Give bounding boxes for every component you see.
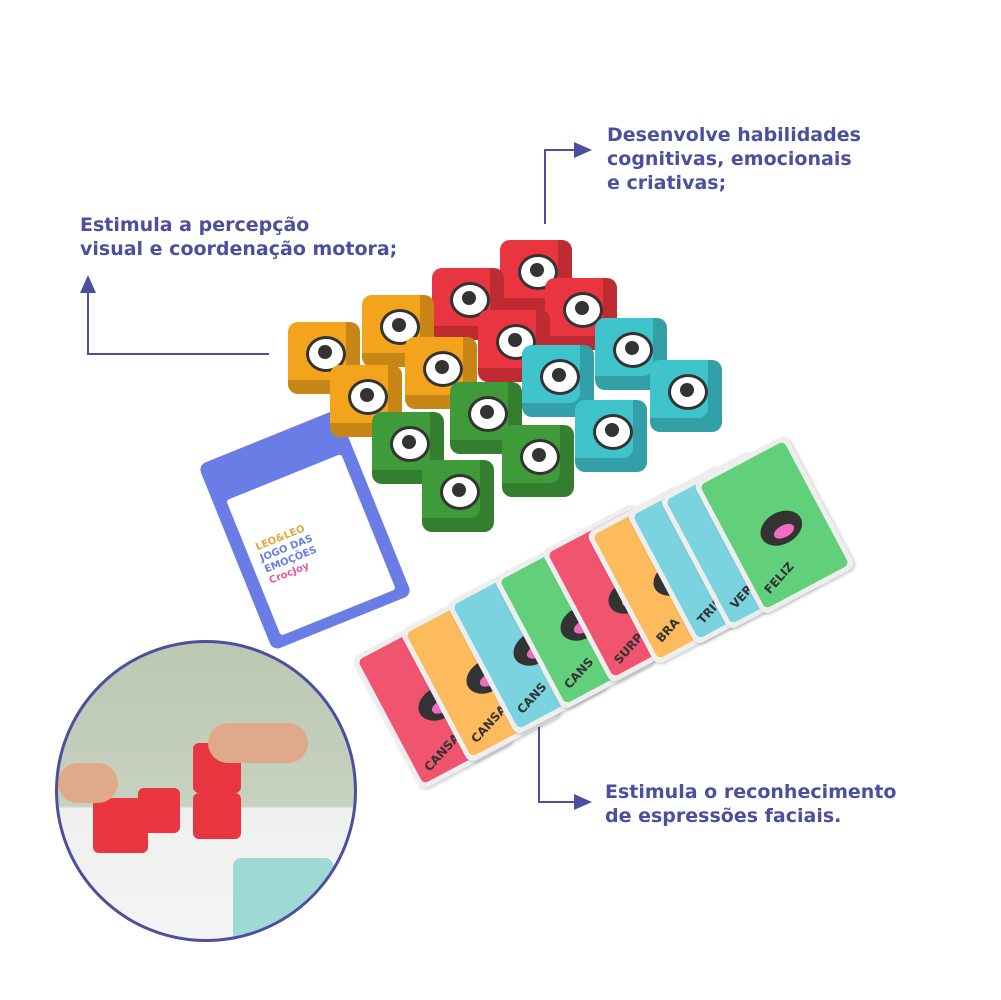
cube-orange: [362, 295, 434, 367]
caption-line: Estimula a percepção: [80, 214, 310, 236]
cube-green: [422, 460, 494, 532]
arrow-up-icon: [80, 275, 96, 293]
lifestyle-photo: [55, 640, 357, 942]
cube-cyan: [650, 360, 722, 432]
cube-green: [372, 412, 444, 484]
connector-line: [87, 292, 89, 355]
deck-logo: LEO&LEO JOGO DAS EMOÇÕES CrocJoy: [254, 500, 378, 587]
caption-line: Desenvolve habilidades: [607, 124, 861, 146]
connector-line: [538, 724, 540, 802]
cube-red: [500, 240, 572, 312]
photo-cube-red: [193, 793, 241, 839]
arrow-right-icon: [574, 794, 592, 810]
cube-orange: [405, 337, 477, 409]
caption-line: de espressões faciais.: [605, 805, 842, 827]
caption-line: Estimula o reconhecimento: [605, 781, 897, 803]
cube-red: [545, 278, 617, 350]
connector-line: [544, 150, 546, 224]
connector-line: [544, 149, 574, 151]
caption-perception: Estimula a percepção visual e coordenaçã…: [80, 213, 397, 261]
photo-hand: [208, 723, 308, 763]
connector-line: [538, 801, 574, 803]
caption-facial-recognition: Estimula o reconhecimento de espressões …: [605, 780, 896, 828]
arrow-right-icon: [574, 142, 592, 158]
cube-cyan: [522, 345, 594, 417]
caption-line: visual e coordenação motora;: [80, 238, 398, 260]
connector-line: [87, 353, 269, 355]
photo-cube-cyan: [233, 858, 333, 939]
caption-cognitive: Desenvolve habilidades cognitivas, emoci…: [607, 123, 861, 195]
cube-green: [502, 425, 574, 497]
photo-hand: [58, 763, 118, 803]
caption-line: e criativas;: [607, 172, 727, 194]
cube-cyan: [575, 400, 647, 472]
photo-cube-red: [138, 788, 180, 833]
caption-line: cognitivas, emocionais: [607, 148, 852, 170]
